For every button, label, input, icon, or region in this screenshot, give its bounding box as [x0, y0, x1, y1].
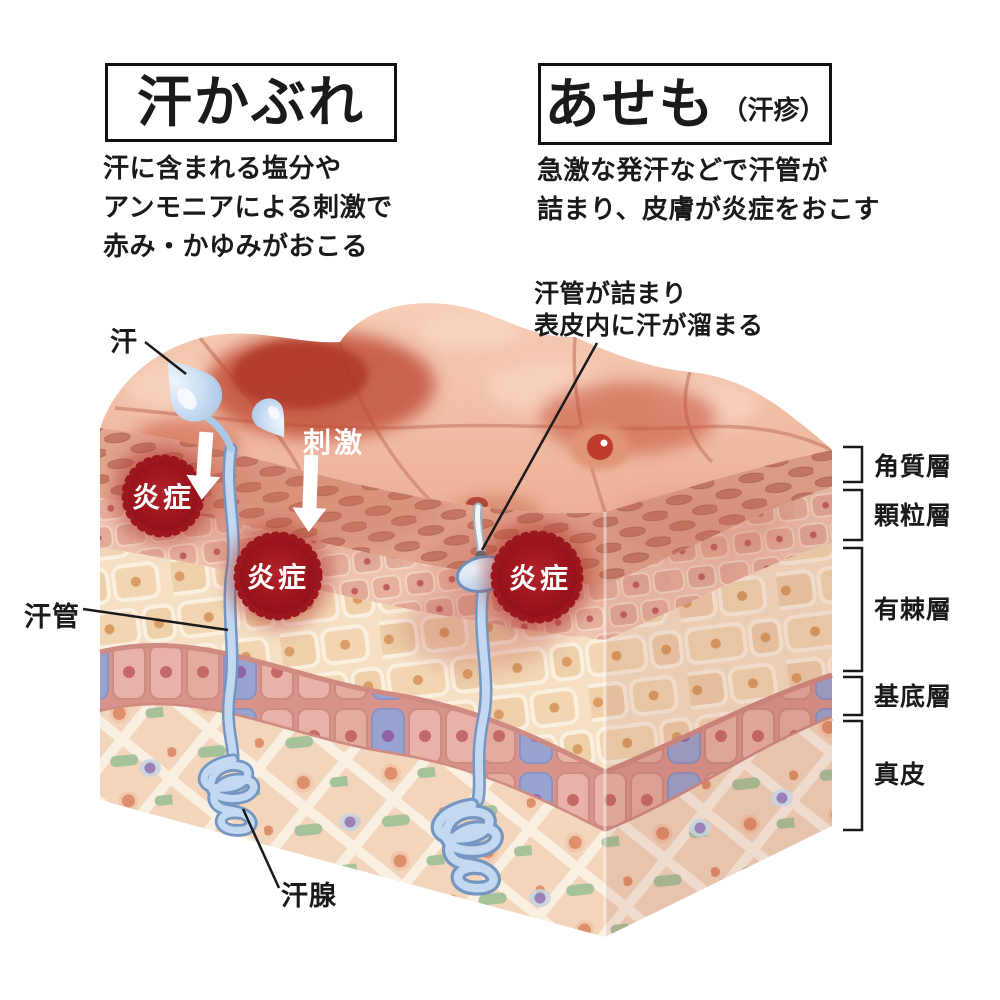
miliaria-papule	[570, 424, 630, 470]
inflammation-spot-3	[482, 522, 592, 632]
right-title: あせも	[544, 71, 716, 136]
skin-side-face	[603, 450, 833, 937]
bracket-corneum	[843, 445, 864, 484]
layer-label-basal: 基底層	[874, 682, 953, 711]
sweat-droplets	[168, 360, 285, 453]
bracket-spinous	[843, 546, 864, 673]
pointer-lines	[82, 341, 599, 889]
sweat-callout: 汗	[110, 327, 138, 358]
layer-dermis-side	[605, 718, 832, 937]
sweat-droplet-small	[251, 398, 285, 438]
left-title-box: 汗かぶれ	[105, 63, 397, 142]
stimulus-arrows	[186, 431, 327, 532]
right-description: 急激な発汗などで汗管が 詰まり、皮膚が炎症をおこす	[537, 152, 880, 230]
inflammation-spot-1	[113, 446, 213, 546]
sweat-droplet-large	[168, 360, 223, 422]
gland-callout: 汗腺	[281, 881, 337, 912]
inflammation-callout-3: 炎症	[508, 562, 572, 595]
clog-note-line1: 汗管が詰まり	[534, 279, 688, 308]
left-description: 汗に含まれる塩分や アンモニアによる刺激で 赤み・かゆみがおこる	[103, 150, 393, 267]
inflammation-spot-2	[225, 523, 331, 629]
skin-block	[99, 303, 833, 937]
right-title-note: （汗疹）	[721, 96, 826, 126]
clog-note-line2: 表皮内に汗が溜まる	[534, 311, 764, 340]
right-title-box: あせも （汗疹）	[538, 63, 832, 145]
bracket-granular	[843, 488, 864, 542]
layer-label-granular: 顆粒層	[874, 501, 953, 530]
left-description-line2: アンモニアによる刺激で	[103, 193, 393, 223]
stimulus-arrow-left	[186, 431, 221, 500]
layer-spinous-side	[605, 543, 832, 772]
layer-label-spinous: 有棘層	[874, 595, 953, 624]
bracket-dermis	[843, 719, 864, 832]
inflammation-callout-2: 炎症	[246, 561, 310, 594]
dermis-purple-cells	[139, 759, 793, 907]
left-description-line1: 汗に含まれる塩分や	[103, 154, 342, 184]
stimulus-callout: 刺激	[302, 426, 366, 459]
inflammation-spots	[113, 446, 592, 632]
sweat-duct-left	[204, 442, 254, 830]
clog-pointer-line	[480, 342, 599, 551]
left-title: 汗かぶれ	[136, 70, 365, 134]
sweat-pointer-line	[144, 341, 187, 375]
gland-pointer-line	[241, 808, 281, 889]
side-face-shading	[605, 450, 832, 937]
layer-label-corneum: 角質層	[874, 452, 953, 481]
layer-label-dermis: 真皮	[874, 760, 927, 789]
skin-top-surface	[100, 303, 832, 514]
clog-note: 汗管が詰まり 表皮内に汗が溜まる	[534, 278, 764, 342]
bracket-basal	[843, 675, 864, 717]
left-description-line3: 赤み・かゆみがおこる	[103, 232, 369, 262]
right-description-line2: 詰まり、皮膚が炎症をおこす	[537, 195, 880, 225]
duct-pointer-line	[82, 607, 229, 632]
inflammation-callout-1: 炎症	[131, 481, 195, 514]
layer-basal-side	[605, 675, 832, 832]
stimulus-arrow-right	[292, 454, 327, 532]
layer-brackets	[843, 445, 864, 832]
right-description-line1: 急激な発汗などで汗管が	[537, 156, 828, 186]
duct-callout: 汗管	[24, 602, 80, 633]
